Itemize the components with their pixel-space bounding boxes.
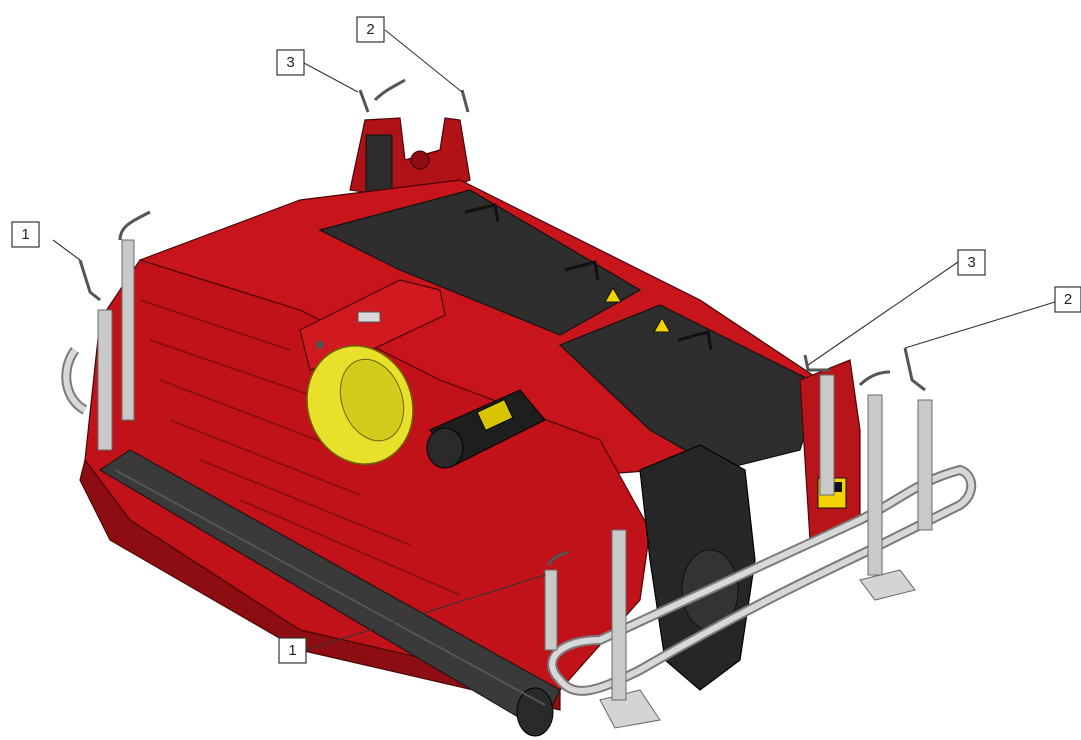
mower-machine-illustration [61,78,977,737]
callout-box [11,221,40,248]
leader-line [303,62,359,93]
leader-line [384,29,463,93]
callout-box [276,49,305,76]
callout-label: 1 [288,642,296,659]
callout-box [1054,286,1081,313]
callout-box [278,637,307,664]
leader-line [904,301,1056,349]
leader-line [807,261,959,366]
callout-label: 2 [1064,291,1072,308]
leader-line [52,239,81,261]
callout-group: 1 1 2 2 3 3 [11,16,1081,664]
leader-line [305,574,546,651]
callout-label: 2 [366,21,374,38]
callout-box [957,249,986,276]
callout-box [356,16,385,43]
warning-decal-icon [604,286,671,333]
callout-label: 3 [967,254,975,271]
callout-label: 3 [286,54,294,71]
callout-label: 1 [21,226,29,243]
